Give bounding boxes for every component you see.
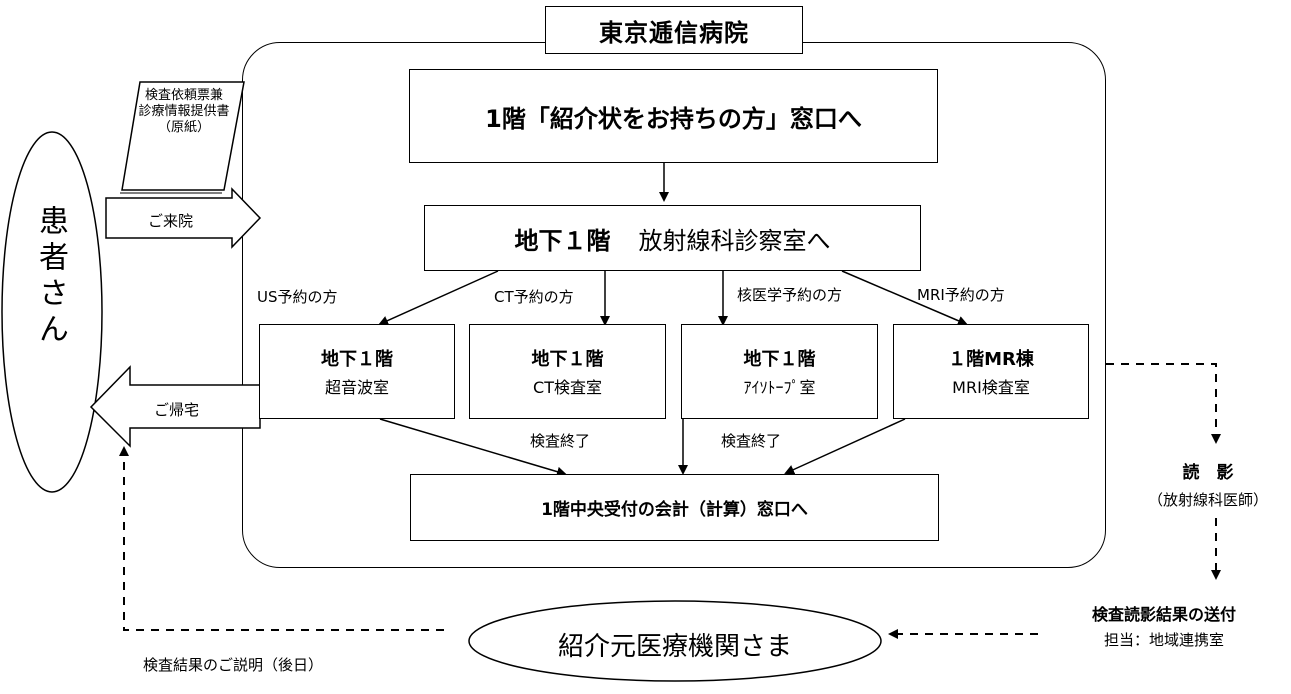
billing-box: 1階中央受付の会計（計算）窓口へ — [410, 474, 939, 541]
room-us: 地下１階 超音波室 — [259, 324, 455, 419]
billing-label: 1階中央受付の会計（計算）窓口へ — [541, 500, 808, 520]
exam-done-label-right: 検査終了 — [721, 432, 782, 450]
room-mri: １階MR棟 MRI検査室 — [893, 324, 1089, 419]
room-name: MRI検査室 — [952, 378, 1030, 397]
room-floor: １階MR棟 — [948, 349, 1034, 370]
room-nuclear: 地下１階 ｱｲｿﾄｰﾌﾟ室 — [681, 324, 878, 419]
sending-title: 検査読影結果の送付 — [1091, 605, 1236, 624]
room-name: ｱｲｿﾄｰﾌﾟ室 — [743, 378, 816, 397]
exam-done-label-left: 検査終了 — [530, 432, 591, 450]
ct-reservation-label: CT予約の方 — [494, 288, 574, 306]
referrer-label: 紹介元医療機関さま — [557, 632, 792, 662]
reading-sub: （放射線科医師） — [1147, 491, 1268, 509]
room-name: CT検査室 — [533, 378, 602, 397]
document-line2: 診療情報提供書 — [138, 104, 230, 119]
referrer-ellipse — [468, 600, 882, 682]
reception-box: 1階「紹介状をお持ちの方」窓口へ — [409, 69, 938, 163]
arrow-to-us — [378, 270, 499, 326]
room-floor: 地下１階 — [531, 349, 604, 370]
return-arrow-shape — [89, 365, 261, 448]
visit-label: ご来院 — [148, 212, 194, 230]
us-reservation-label: US予約の方 — [257, 288, 338, 306]
room-name: 超音波室 — [324, 378, 389, 397]
document-icon — [121, 81, 245, 191]
dashed-to-patient — [119, 446, 444, 631]
hospital-title-box: 東京逓信病院 — [545, 6, 803, 54]
document-line3: （原紙） — [157, 120, 210, 135]
reading-title: 読 影 — [1182, 463, 1234, 483]
room-ct: 地下１階 CT検査室 — [469, 324, 666, 419]
nuclear-reservation-label: 核医学予約の方 — [737, 286, 843, 304]
radiology-box: 地下１階 放射線科診察室へ — [424, 205, 921, 271]
room-floor: 地下１階 — [321, 349, 393, 370]
room-floor: 地下１階 — [743, 349, 816, 370]
reception-label: 1階「紹介状をお持ちの方」窓口へ — [485, 104, 862, 133]
hospital-title: 東京逓信病院 — [599, 18, 749, 47]
document-text: 検査依頼票兼 診療情報提供書 （原紙） — [124, 88, 244, 136]
visit-arrow-shape — [105, 187, 262, 249]
mri-reservation-label: MRI予約の方 — [917, 286, 1005, 304]
radiology-room: 放射線科診察室へ — [638, 226, 831, 255]
return-home-label: ご帰宅 — [154, 401, 200, 419]
sending-block: 検査読影結果の送付 担当：地域連携室 — [1052, 601, 1276, 650]
radiology-floor: 地下１階 — [514, 226, 611, 255]
reading-block: 読 影 （放射線科医師） — [1118, 458, 1291, 510]
sending-sub: 担当：地域連携室 — [1103, 631, 1224, 649]
arrow-us-to-billing — [379, 418, 567, 477]
document-line1: 検査依頼票兼 — [144, 88, 223, 103]
explanation-label: 検査結果のご説明（後日） — [143, 656, 324, 674]
dashed-to-reading — [1106, 363, 1221, 444]
patient-ellipse — [1, 131, 103, 493]
arrow-to-mri — [841, 270, 968, 326]
arrow-mri-to-billing — [784, 418, 906, 475]
patient-label: 患者さん — [33, 205, 68, 349]
